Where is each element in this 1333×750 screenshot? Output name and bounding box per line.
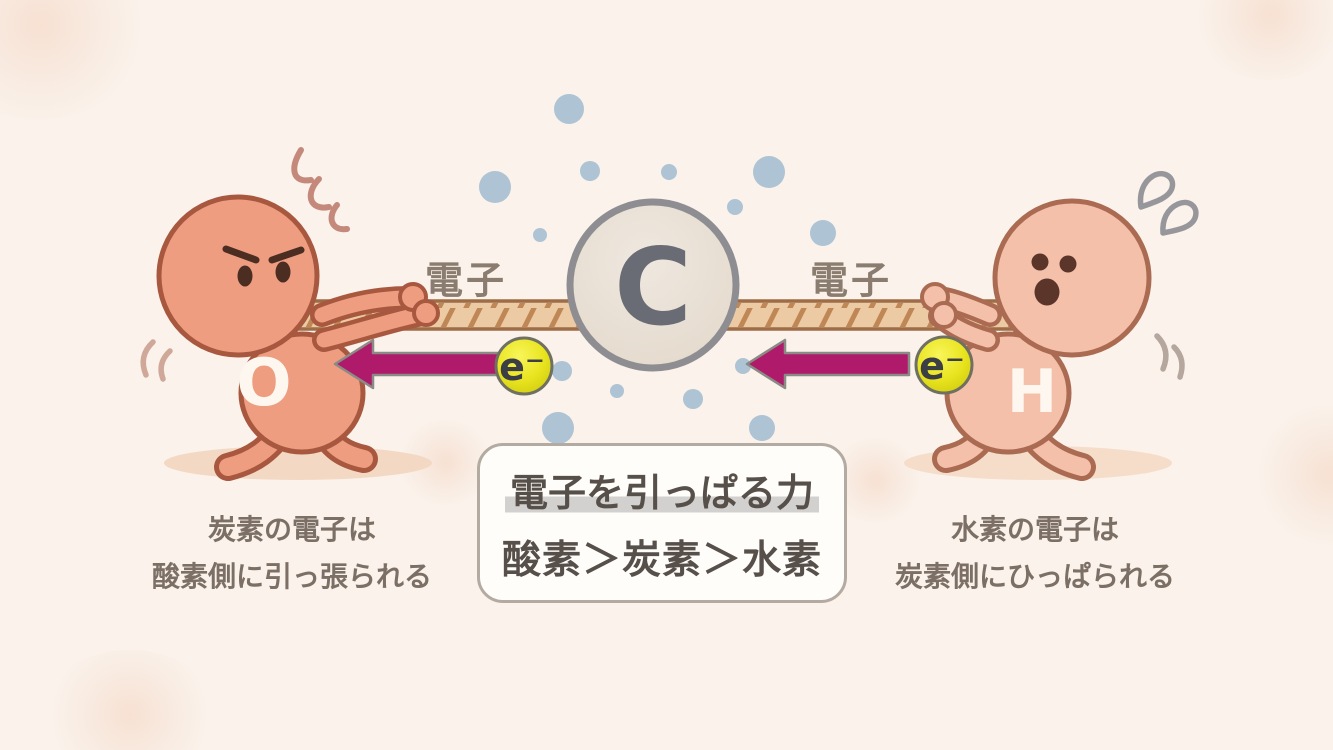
title-line-2: 酸素＞炭素＞水素 bbox=[501, 537, 822, 583]
caption-left: 炭素の電子は 酸素側に引っ張られる bbox=[152, 506, 432, 600]
caption-left-line2: 酸素側に引っ張られる bbox=[151, 560, 433, 593]
electron-badge-left: e⁻ bbox=[494, 336, 554, 396]
caption-right: 水素の電子は 炭素側にひっぱられる bbox=[895, 506, 1175, 600]
caption-right-line2: 炭素側にひっぱられる bbox=[894, 560, 1176, 593]
electron-badge-label: e⁻ bbox=[499, 345, 545, 389]
caption-left-line1: 炭素の電子は bbox=[207, 513, 377, 546]
electron-badge-right: e⁻ bbox=[914, 335, 974, 395]
oxygen-character: O bbox=[156, 194, 440, 481]
hydrogen-symbol: H bbox=[1007, 357, 1057, 427]
angry-face bbox=[222, 245, 305, 287]
rope-label-right: 電子 bbox=[809, 258, 893, 303]
rope-label-left: 電子 bbox=[424, 258, 508, 303]
title-line-1: 電子を引っぱる力 bbox=[504, 462, 819, 517]
hydrogen-character: H bbox=[920, 198, 1152, 481]
carbon-atom: C bbox=[566, 198, 740, 372]
motion-lines-right bbox=[1154, 333, 1185, 380]
carbon-symbol: C bbox=[614, 226, 692, 349]
motion-lines-left bbox=[140, 339, 173, 382]
surprised-face bbox=[1031, 253, 1077, 306]
caption-right-line1: 水素の電子は bbox=[950, 513, 1120, 546]
oxygen-symbol: O bbox=[236, 346, 291, 421]
hand bbox=[930, 301, 958, 329]
anger-mark bbox=[291, 147, 350, 233]
electron-cloud-dots bbox=[479, 94, 836, 444]
title-box: 電子を引っぱる力 酸素＞炭素＞水素 bbox=[477, 443, 847, 603]
electron-badge-label: e⁻ bbox=[919, 344, 965, 388]
electron-arrow-left bbox=[333, 338, 505, 390]
electron-arrow-right bbox=[745, 338, 911, 390]
highlighted-title-text: 電子を引っぱる力 bbox=[504, 470, 819, 515]
hand bbox=[412, 299, 440, 327]
sweat-drops-icon bbox=[1137, 171, 1199, 236]
